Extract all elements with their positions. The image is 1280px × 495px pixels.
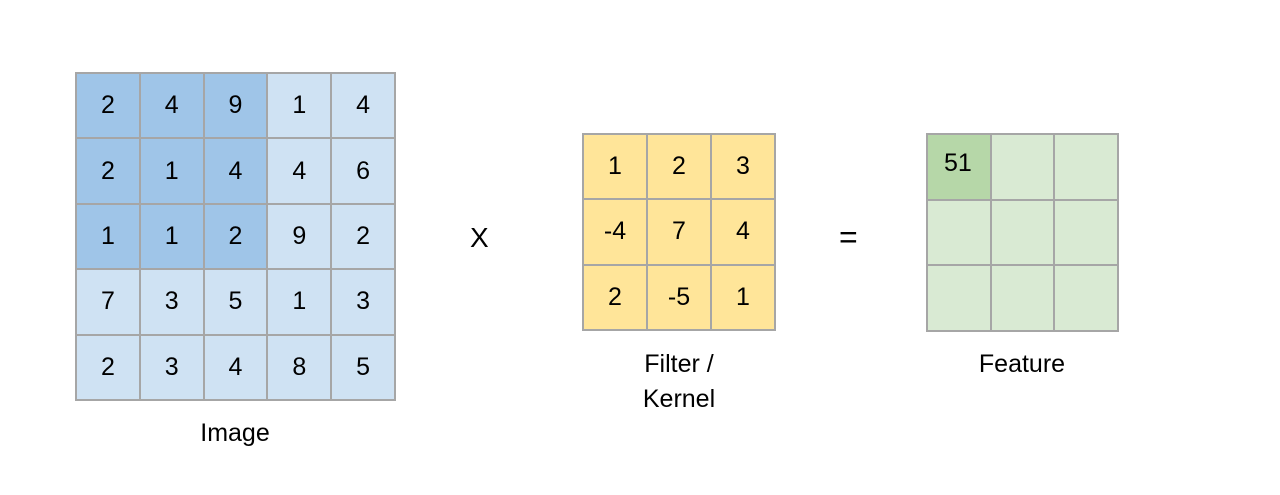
feature-cell: 51 bbox=[927, 134, 991, 200]
image-cell: 3 bbox=[139, 334, 204, 400]
image-cell: 4 bbox=[203, 138, 268, 204]
feature-cell bbox=[990, 199, 1055, 266]
image-cell: 8 bbox=[267, 334, 332, 400]
equals-operator: = bbox=[839, 219, 858, 255]
kernel-cell: 1 bbox=[711, 264, 775, 330]
image-cell: 4 bbox=[139, 73, 204, 139]
image-label: Image bbox=[200, 419, 270, 447]
feature-cell bbox=[1054, 265, 1118, 331]
image-cell: 2 bbox=[76, 138, 140, 204]
image-cell: 1 bbox=[139, 138, 204, 204]
image-cell: 5 bbox=[203, 269, 268, 335]
image-cell: 2 bbox=[331, 203, 395, 270]
kernel-cell: 2 bbox=[647, 134, 711, 200]
kernel-cell: 1 bbox=[583, 134, 647, 200]
multiply-operator: X bbox=[470, 222, 489, 253]
image-cell: 2 bbox=[76, 73, 140, 139]
kernel-cell: 3 bbox=[711, 134, 775, 200]
kernel-cell: 7 bbox=[647, 199, 711, 265]
image-cell: 1 bbox=[139, 203, 204, 270]
feature-cell bbox=[927, 265, 991, 331]
feature-cell bbox=[927, 199, 991, 266]
kernel-label: Filter / Kernel bbox=[579, 347, 779, 417]
feature-matrix: 51 bbox=[926, 133, 1119, 332]
feature-cell bbox=[1054, 134, 1118, 200]
image-cell: 3 bbox=[331, 269, 395, 335]
image-cell: 2 bbox=[76, 334, 140, 400]
feature-cell bbox=[1054, 199, 1118, 266]
image-cell: 2 bbox=[203, 203, 268, 270]
image-cell: 3 bbox=[139, 269, 204, 335]
kernel-cell: -4 bbox=[583, 199, 647, 265]
feature-label: Feature bbox=[978, 350, 1066, 378]
feature-cell bbox=[990, 265, 1055, 331]
image-cell: 6 bbox=[331, 138, 395, 204]
image-cell: 4 bbox=[331, 73, 395, 139]
image-cell: 9 bbox=[267, 203, 332, 270]
feature-cell bbox=[990, 134, 1055, 200]
image-cell: 9 bbox=[203, 73, 268, 139]
image-cell: 4 bbox=[203, 334, 268, 400]
kernel-cell: 2 bbox=[583, 264, 647, 330]
kernel-label-line2: Kernel bbox=[642, 385, 716, 413]
image-cell: 4 bbox=[267, 138, 332, 204]
kernel-cell: -5 bbox=[647, 264, 711, 330]
image-cell: 1 bbox=[267, 269, 332, 335]
image-cell: 5 bbox=[331, 334, 395, 400]
image-cell: 1 bbox=[76, 203, 140, 270]
kernel-label-line1: Filter / bbox=[644, 350, 714, 378]
kernel-cell: 4 bbox=[711, 199, 775, 265]
image-cell: 1 bbox=[267, 73, 332, 139]
image-cell: 7 bbox=[76, 269, 140, 335]
